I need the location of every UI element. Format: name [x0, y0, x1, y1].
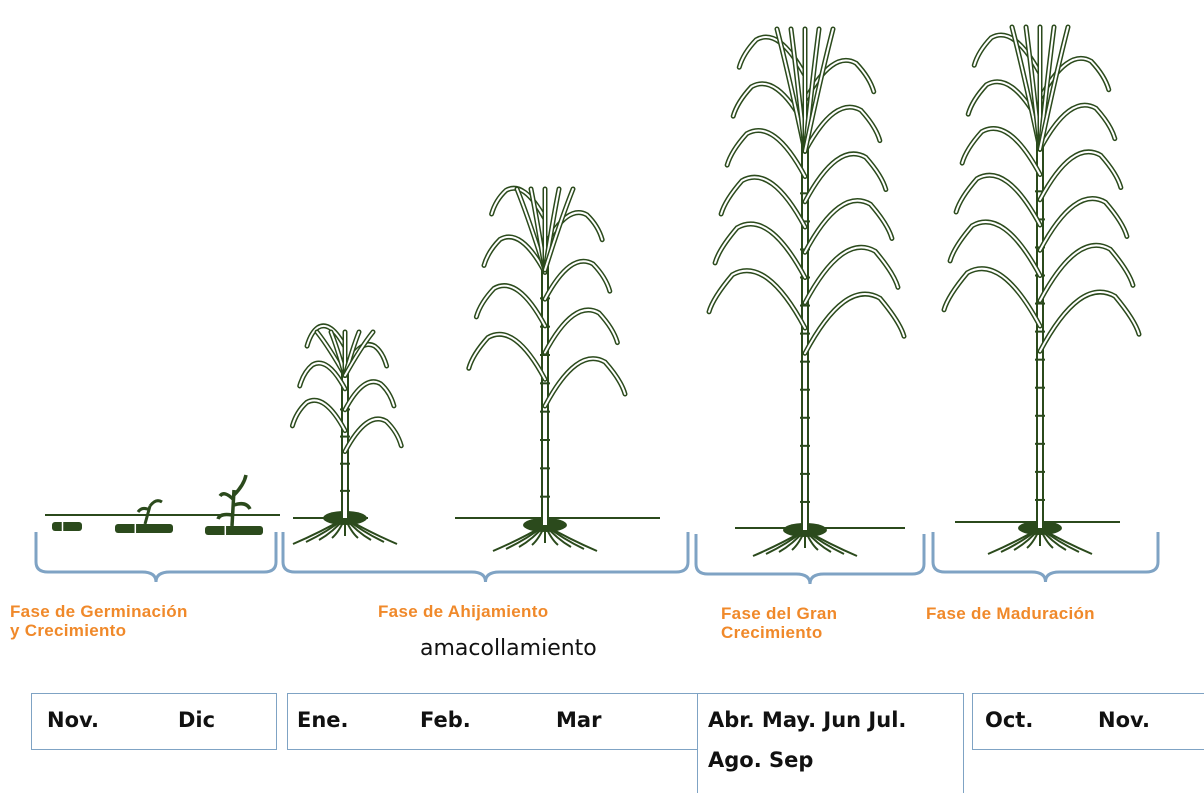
sugarcane-plant-icon	[944, 27, 1139, 554]
phase-label-grand-growth: Fase del GranCrecimiento	[721, 604, 837, 642]
month-label: Mar	[556, 708, 601, 732]
sugarcane-plant-icon	[292, 326, 401, 544]
phase-label-germination: Fase de Germinacióny Crecimiento	[10, 602, 188, 640]
month-box-tillering	[287, 693, 698, 750]
month-label: Ene.	[297, 708, 349, 732]
sugarcane-seed-piece-icon	[205, 475, 263, 535]
month-label: Ago. Sep	[708, 748, 813, 772]
phase-bracket	[36, 532, 276, 582]
month-label: Abr. May. Jun Jul.	[708, 708, 906, 732]
phase-label-tillering: Fase de Ahijamiento	[378, 602, 548, 621]
plants-layer	[45, 27, 1139, 556]
month-label: Nov.	[47, 708, 99, 732]
phase-label-maturation: Fase de Maduración	[926, 604, 1095, 623]
phase-bracket	[283, 532, 688, 582]
month-label: Dic	[178, 708, 215, 732]
sugarcane-plant-icon	[469, 188, 625, 551]
sugarcane-seed-piece-icon	[52, 522, 82, 531]
sugarcane-seed-piece-icon	[115, 501, 173, 533]
month-label: Oct.	[985, 708, 1033, 732]
month-label: Feb.	[420, 708, 471, 732]
phase-sublabel-tillering: amacollamiento	[420, 636, 597, 661]
month-label: Nov.	[1098, 708, 1150, 732]
sugarcane-plant-icon	[709, 29, 904, 556]
phase-brackets	[36, 532, 1158, 584]
